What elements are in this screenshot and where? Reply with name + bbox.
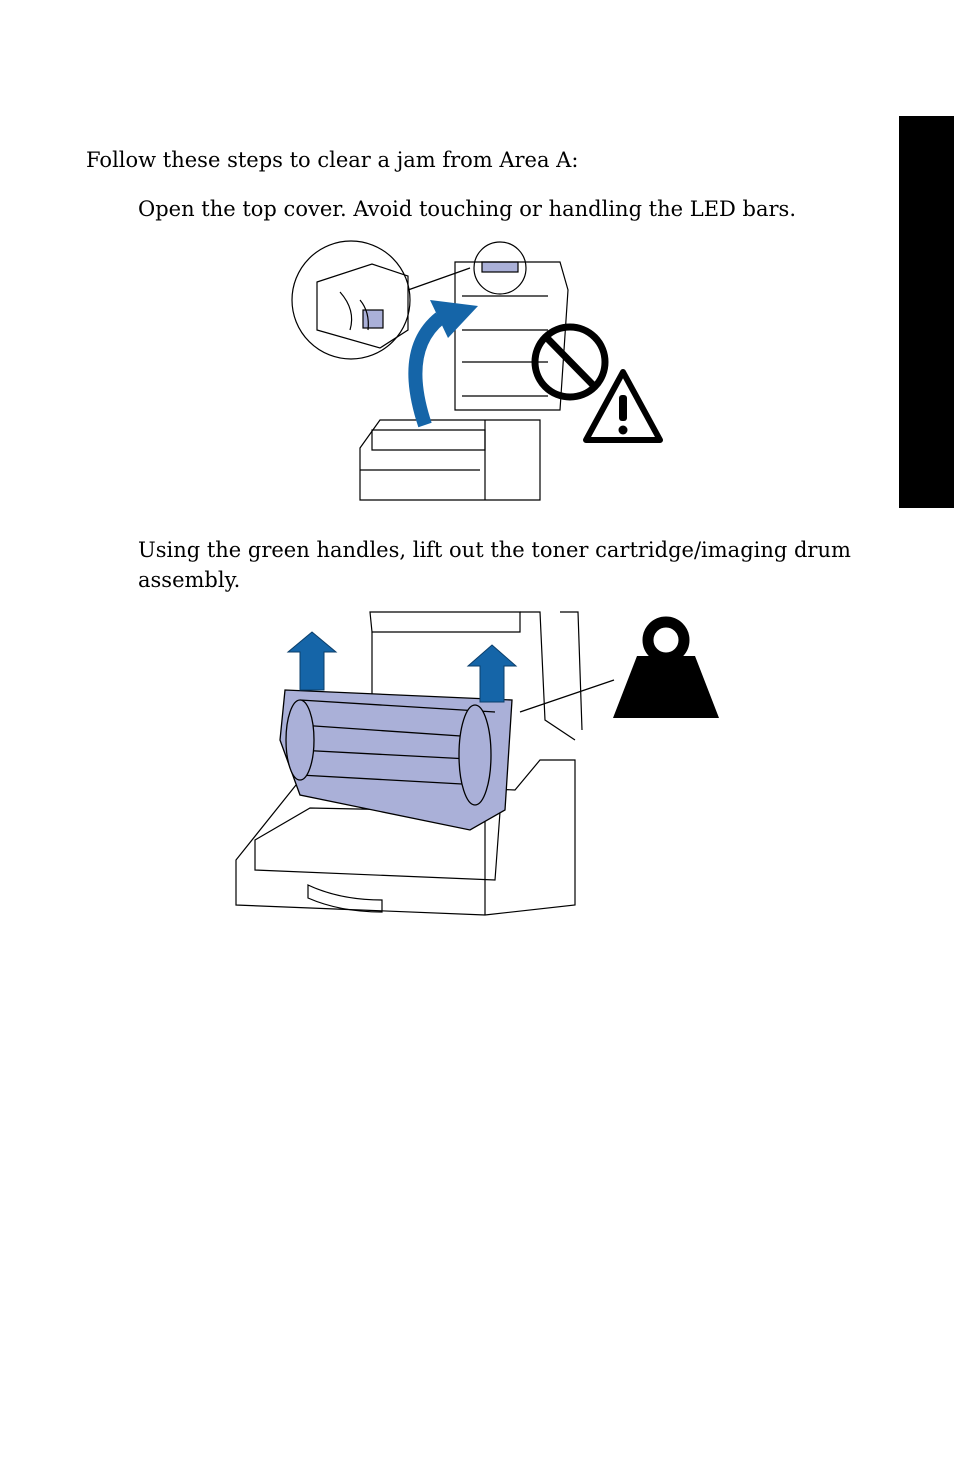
- step-1-text: Open the top cover. Avoid touching or ha…: [138, 197, 796, 221]
- heavy-weight-icon: [519, 616, 719, 718]
- warning-icon: [583, 369, 663, 443]
- no-touch-icon: [531, 323, 609, 401]
- open-cover-arrow: [408, 312, 445, 428]
- lift-arrow-icon: [286, 631, 518, 703]
- intro-text: Follow these steps to clear a jam from A…: [86, 148, 579, 172]
- drum-assembly: [279, 689, 513, 831]
- chapter-tab: [899, 116, 954, 508]
- step-2-text: Using the green handles, lift out the to…: [138, 538, 851, 592]
- inset-hand-circle: [291, 240, 411, 360]
